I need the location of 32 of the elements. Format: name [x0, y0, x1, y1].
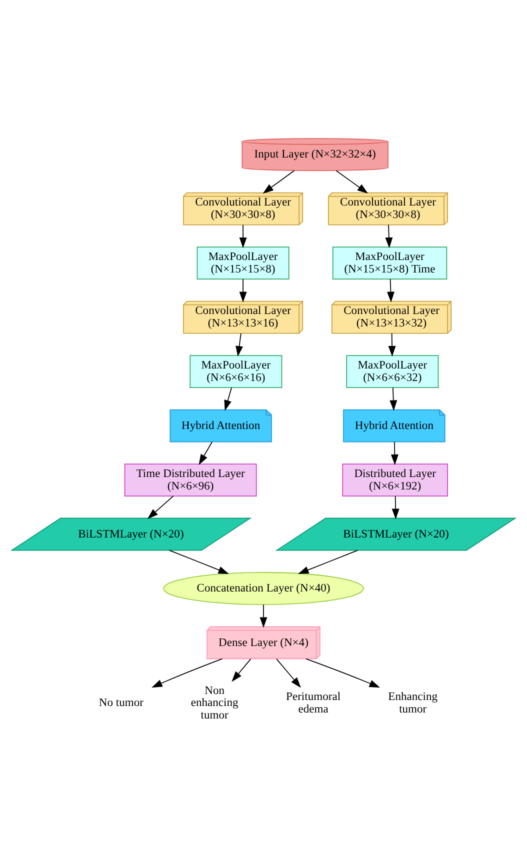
arrow [232, 658, 252, 682]
arrow [168, 549, 230, 574]
arrow [239, 278, 247, 302]
arrow [385, 224, 393, 248]
arrow [276, 658, 301, 688]
node-box: MaxPoolLayer (N×6×6×32) [346, 354, 439, 388]
arrow [392, 495, 400, 519]
arrow [262, 170, 295, 194]
node-text: Enhancing tumor [388, 690, 438, 715]
arrow [236, 332, 243, 356]
node-box: MaxPoolLayer (N×15×15×8) [196, 246, 290, 279]
arrow [390, 440, 398, 465]
node-box: Distributed Layer (N×6×192) [342, 463, 448, 496]
node-text: Non enhancing tumor [190, 684, 238, 722]
arrow [306, 658, 380, 688]
arrow [147, 495, 174, 518]
node-box: Time Distributed Layer (N×6×96) [124, 463, 257, 496]
node-text: Peritumoral edema [286, 690, 341, 715]
arrow [239, 224, 247, 248]
arrow [198, 440, 213, 464]
node-ellipse: Concatenation Layer (N×40) [163, 572, 364, 604]
arrow [386, 278, 394, 302]
node-text: No tumor [98, 696, 144, 709]
node-box: MaxPoolLayer (N×6×6×16) [190, 354, 282, 388]
arrow [388, 332, 396, 356]
arrow [224, 386, 232, 410]
arrow [298, 549, 358, 574]
arrow [336, 170, 368, 194]
arrow [152, 658, 223, 688]
node-box: MaxPoolLayer (N×15×15×8) Time [332, 246, 448, 279]
arrow [260, 604, 268, 628]
arrow [390, 386, 398, 410]
